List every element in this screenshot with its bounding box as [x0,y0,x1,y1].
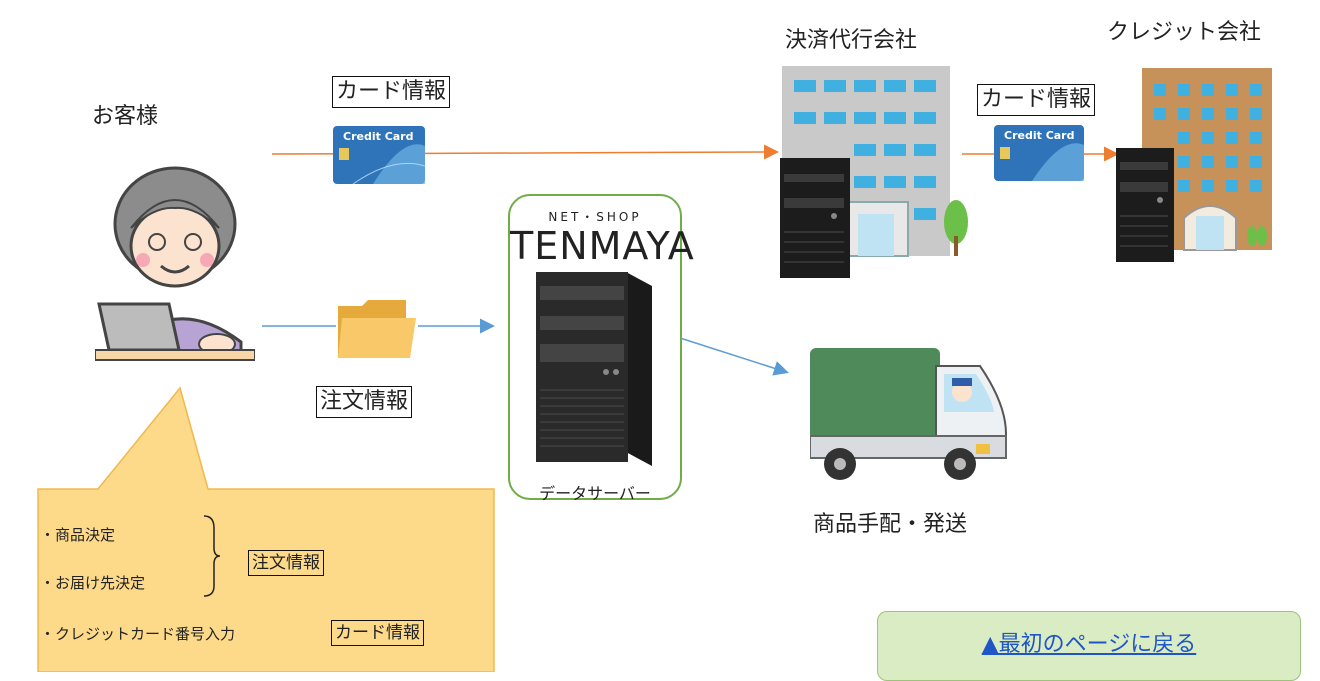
data-server-box: NET・SHOP TENMAYA データサーバー [508,194,695,503]
payment-agent-building-icon [780,66,968,278]
shop-tagline: NET・SHOP [548,210,642,224]
shipping-flow-arrow [679,337,789,376]
delivery-truck-icon [810,348,1007,480]
shipping-label: 商品手配・発送 [813,512,968,537]
customer-label: お客様 [92,104,159,129]
credit-company-label: クレジット会社 [1107,20,1262,45]
credit-card-icon-right: Credit Card [994,125,1084,181]
customer-illustration [95,166,255,361]
back-to-top-button[interactable]: ▲最初のページに戻る [877,611,1301,681]
credit-card-icon: Credit Card [333,126,425,184]
svg-text:Credit Card: Credit Card [1004,129,1075,142]
server-tower-icon [536,272,652,466]
payment-agent-label: 決済代行会社 [785,28,918,53]
card-info-label: カード情報 [332,76,451,108]
card-info-label-right: カード情報 [977,84,1096,116]
folder-icon [338,300,416,358]
callout-item-address: ・お届け先決定 [40,574,146,592]
svg-text:Credit Card: Credit Card [343,130,414,143]
back-to-top-link[interactable]: ▲最初のページに戻る [981,632,1197,657]
callout-item-card-number: ・クレジットカード番号入力 [40,625,236,643]
credit-company-building-icon [1116,68,1272,262]
callout-order-info-label: 注文情報 [248,550,324,576]
shop-logo: TENMAYA [510,224,695,268]
order-info-label: 注文情報 [316,386,413,418]
data-server-label: データサーバー [539,484,651,503]
bracket-icon [203,515,221,597]
callout-item-product: ・商品決定 [40,526,116,544]
callout-bubble [37,386,495,672]
callout-card-info-label: カード情報 [331,620,424,646]
